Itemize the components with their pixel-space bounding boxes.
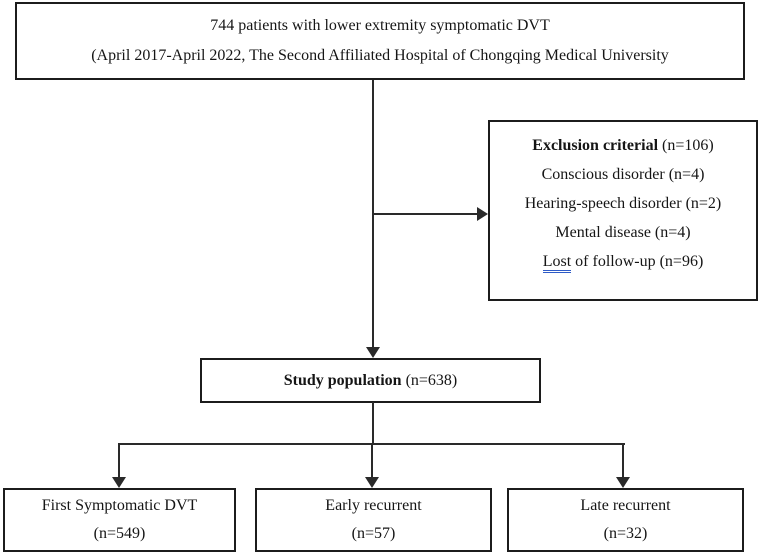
exclusion-title: Exclusion criterial (532, 137, 659, 154)
connector-drop-first (118, 443, 120, 478)
connector-vertical-below-study (372, 402, 374, 444)
connector-drop-late (622, 443, 624, 478)
exclusion-item-hearing: Hearing-speech disorder (n=2) (524, 195, 722, 212)
early-recurrent-count: (n=57) (351, 525, 396, 542)
exclusion-item-mental: Mental disease (n=4) (555, 224, 691, 241)
exclusion-box: Exclusion criterial (n=106) Conscious di… (488, 120, 758, 301)
early-recurrent-label: Early recurrent (325, 497, 422, 514)
late-recurrent-count: (n=32) (603, 525, 648, 542)
study-population-title: Study population (283, 372, 402, 389)
exclusion-title-row: Exclusion criterial (n=106) (532, 131, 713, 160)
late-recurrent-box: Late recurrent (n=32) (507, 488, 744, 552)
early-recurrent-box: Early recurrent (n=57) (255, 488, 492, 552)
exclusion-title-count: (n=106) (658, 137, 714, 154)
exclusion-lost-rest: of follow-up (n=96) (571, 253, 704, 270)
connector-drop-early (371, 443, 373, 478)
study-population-count: (n=638) (401, 372, 458, 389)
enrollment-line2: (April 2017-April 2022, The Second Affil… (91, 47, 669, 64)
connector-horizontal-exclusion (372, 213, 477, 215)
arrow-down-icon (112, 477, 126, 488)
arrow-down-icon (365, 477, 379, 488)
arrow-down-icon (366, 347, 380, 358)
first-symptomatic-dvt-count: (n=549) (93, 525, 146, 542)
arrow-down-icon (616, 477, 630, 488)
exclusion-item-conscious: Conscious disorder (n=4) (541, 166, 705, 183)
late-recurrent-label: Late recurrent (580, 497, 671, 514)
enrollment-line1: 744 patients with lower extremity sympto… (210, 17, 550, 34)
study-population-box: Study population (n=638) (200, 358, 541, 403)
arrow-right-icon (477, 207, 488, 221)
enrollment-box: 744 patients with lower extremity sympto… (15, 2, 745, 80)
first-symptomatic-dvt-label: First Symptomatic DVT (41, 497, 198, 514)
first-symptomatic-dvt-box: First Symptomatic DVT (n=549) (3, 488, 236, 552)
exclusion-item-lost: Lost of follow-up (n=96) (542, 247, 704, 276)
exclusion-lost-word: Lost (542, 253, 572, 273)
study-population-row: Study population (n=638) (284, 366, 458, 395)
